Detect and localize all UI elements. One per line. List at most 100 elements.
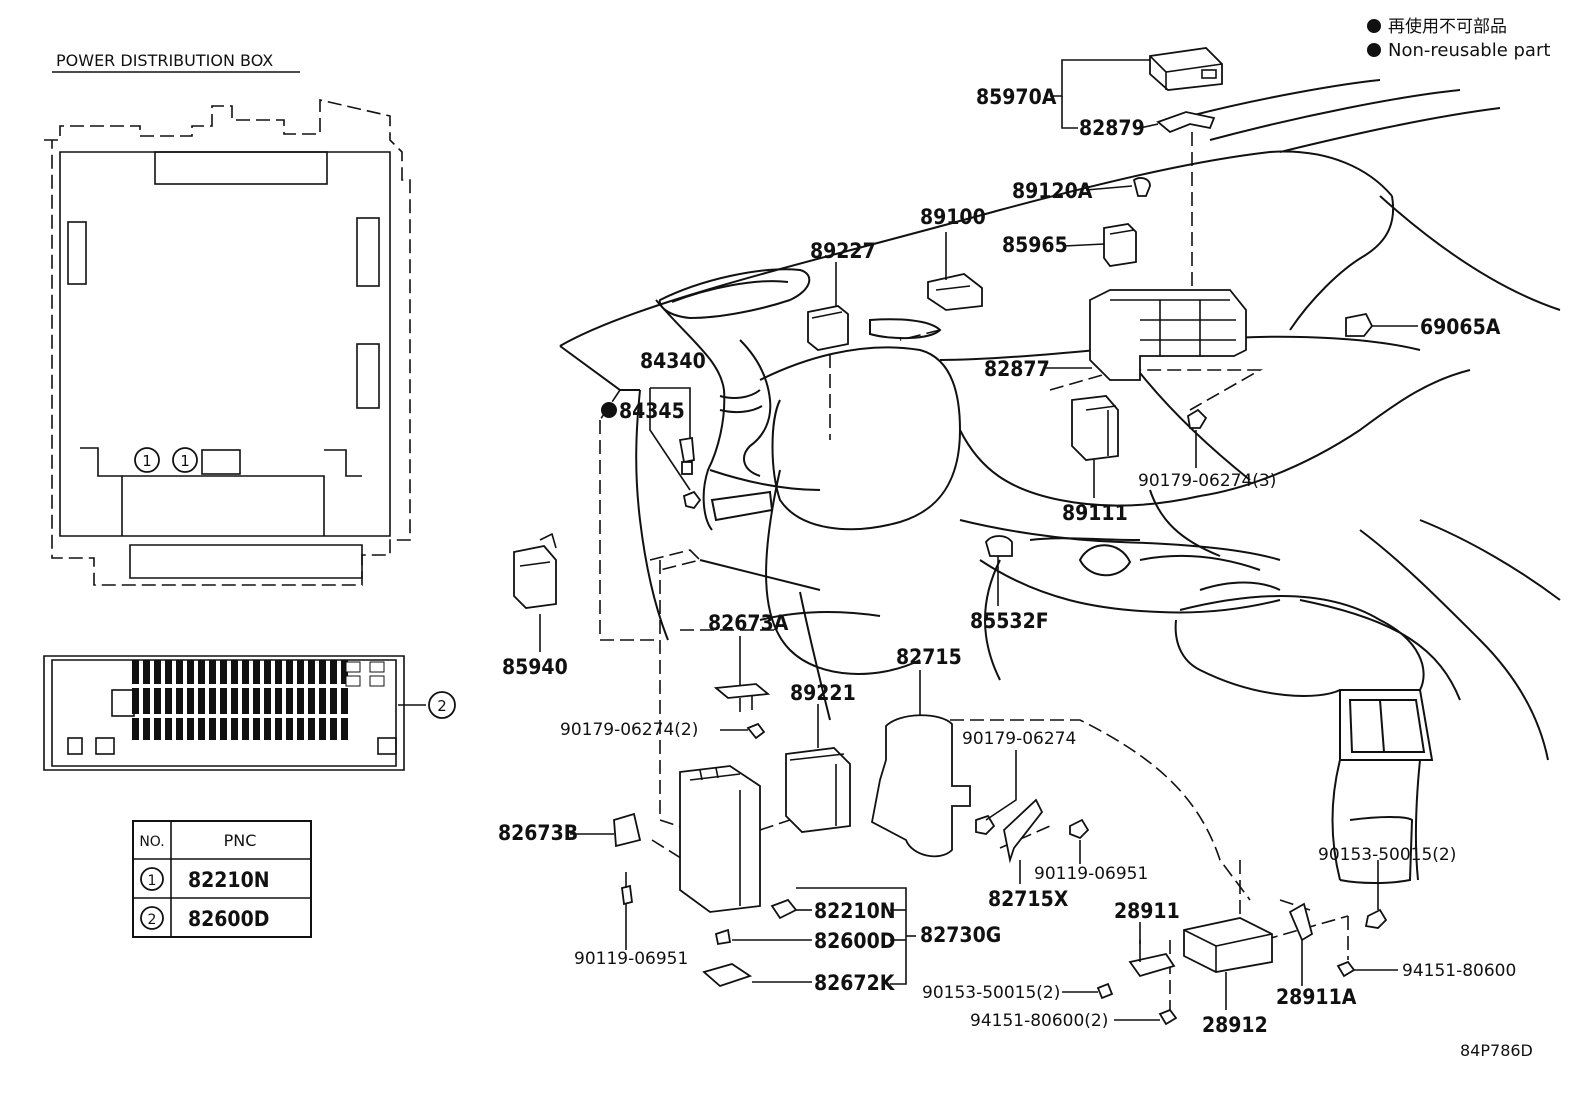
part-89100	[927, 273, 983, 311]
part-labels: 85970A 82879 89120A 89100 85965 89227 69…	[498, 85, 1516, 1037]
fuse-slot	[275, 660, 282, 684]
label-82673B: 82673B	[498, 821, 578, 845]
fuse-slot	[143, 688, 150, 714]
fuse-slot	[231, 660, 238, 684]
label-85970A: 85970A	[976, 85, 1057, 109]
part-90179-06274-3	[1187, 408, 1208, 429]
fuse-slot	[330, 660, 337, 684]
label-89111: 89111	[1062, 501, 1128, 525]
label-28912: 28912	[1202, 1013, 1268, 1037]
part-82715	[870, 714, 971, 858]
fuse-slot	[143, 660, 150, 684]
legend-en: Non-reusable part	[1388, 40, 1550, 61]
part-82673A-screw	[746, 722, 766, 740]
part-28911A	[1288, 902, 1314, 942]
fuse-slot	[308, 688, 315, 714]
box-side-view: 2	[43, 655, 456, 771]
fuse-slot	[154, 660, 161, 684]
fuse-slot	[253, 660, 260, 684]
fuse-slot	[231, 718, 238, 740]
fuse-slot	[154, 718, 161, 740]
part-28912	[1183, 917, 1273, 973]
label-89221: 89221	[790, 681, 856, 705]
label-85940: 85940	[502, 655, 568, 679]
part-90119-06951-b	[621, 872, 633, 906]
relay-slot	[369, 661, 385, 673]
fuse-slot	[198, 660, 205, 684]
fuse-slot	[264, 718, 271, 740]
part-82672K	[702, 963, 753, 988]
part-94151-80600-2	[1158, 1008, 1178, 1026]
non-reusable-dot-icon	[1367, 19, 1381, 33]
label-84345: 84345	[619, 399, 685, 423]
fuse-slot	[319, 660, 326, 684]
pnc-row-1-no: 1	[148, 873, 157, 889]
svg-text:1: 1	[180, 452, 190, 470]
part-85965	[1103, 223, 1137, 267]
label-82879: 82879	[1079, 116, 1145, 140]
legend-jp: 再使用不可部品	[1388, 16, 1507, 37]
label-90179-06274-2: 90179-06274(2)	[560, 720, 698, 740]
circle-marker-1a: 1	[134, 447, 160, 473]
part-82673A	[713, 683, 771, 712]
relay-slot	[369, 675, 385, 687]
fuse-slot	[286, 660, 293, 684]
part-89120A	[1132, 177, 1151, 197]
label-94151-80600-2: 94151-80600(2)	[970, 1011, 1108, 1031]
pnc-row-2-no: 2	[148, 912, 157, 928]
leader-lines	[539, 59, 1418, 1021]
fuse-slot	[286, 688, 293, 714]
part-89221	[785, 747, 851, 833]
non-reusable-dot-icon	[601, 402, 617, 418]
fuse-slot	[132, 660, 139, 684]
part-82600D	[714, 928, 732, 946]
fuse-slot	[297, 718, 304, 740]
part-90119-06951-a	[1069, 818, 1090, 840]
fuse-slot	[341, 660, 348, 684]
label-85965: 85965	[1002, 233, 1068, 257]
label-82672K: 82672K	[814, 971, 896, 995]
part-90153-50015-2a	[1364, 908, 1388, 929]
fuse-slot	[209, 688, 216, 714]
label-82730G: 82730G	[920, 923, 1001, 947]
label-28911: 28911	[1114, 899, 1180, 923]
circle-marker-1b: 1	[172, 447, 198, 473]
fuse-slot	[308, 660, 315, 684]
fuse-slot	[297, 660, 304, 684]
fuse-slot	[297, 688, 304, 714]
part-85970A	[1149, 47, 1223, 91]
part-89227	[807, 305, 849, 351]
fuse-slot	[165, 718, 172, 740]
pnc-header-pnc: PNC	[224, 831, 257, 850]
part-90179-06274	[975, 814, 996, 835]
relay-slot	[345, 675, 361, 687]
label-90179-06274-3: 90179-06274(3)	[1138, 471, 1276, 491]
fuse-slot	[220, 660, 227, 684]
label-90153-50015-2b: 90153-50015(2)	[922, 983, 1060, 1003]
fuse-slot	[330, 718, 337, 740]
label-84340: 84340	[640, 349, 706, 373]
fuse-slot	[275, 688, 282, 714]
fuse-slot	[242, 718, 249, 740]
label-89227: 89227	[810, 239, 876, 263]
fuse-slot	[187, 688, 194, 714]
part-82210N	[770, 898, 798, 920]
fuse-slot	[132, 688, 139, 714]
legend: 再使用不可部品 Non-reusable part	[1367, 16, 1550, 61]
part-94151-80600	[1336, 960, 1356, 978]
fuse-slot	[187, 718, 194, 740]
fuse-slot	[319, 688, 326, 714]
diagram-id: 84P786D	[1460, 1041, 1533, 1060]
power-distribution-box-section: POWER DISTRIBUTION BOX 1 1	[43, 51, 456, 938]
fuse-slot	[253, 688, 260, 714]
part-82715X	[1003, 798, 1044, 864]
fuse-slot	[187, 660, 194, 684]
label-82673A: 82673A	[708, 611, 789, 635]
part-28911	[1128, 940, 1176, 978]
fuse-slot	[231, 688, 238, 714]
relay-slot	[345, 661, 361, 673]
part-85940	[513, 532, 557, 609]
fuse-slot	[319, 718, 326, 740]
fuse-slot	[308, 718, 315, 740]
part-82673B	[613, 812, 642, 848]
